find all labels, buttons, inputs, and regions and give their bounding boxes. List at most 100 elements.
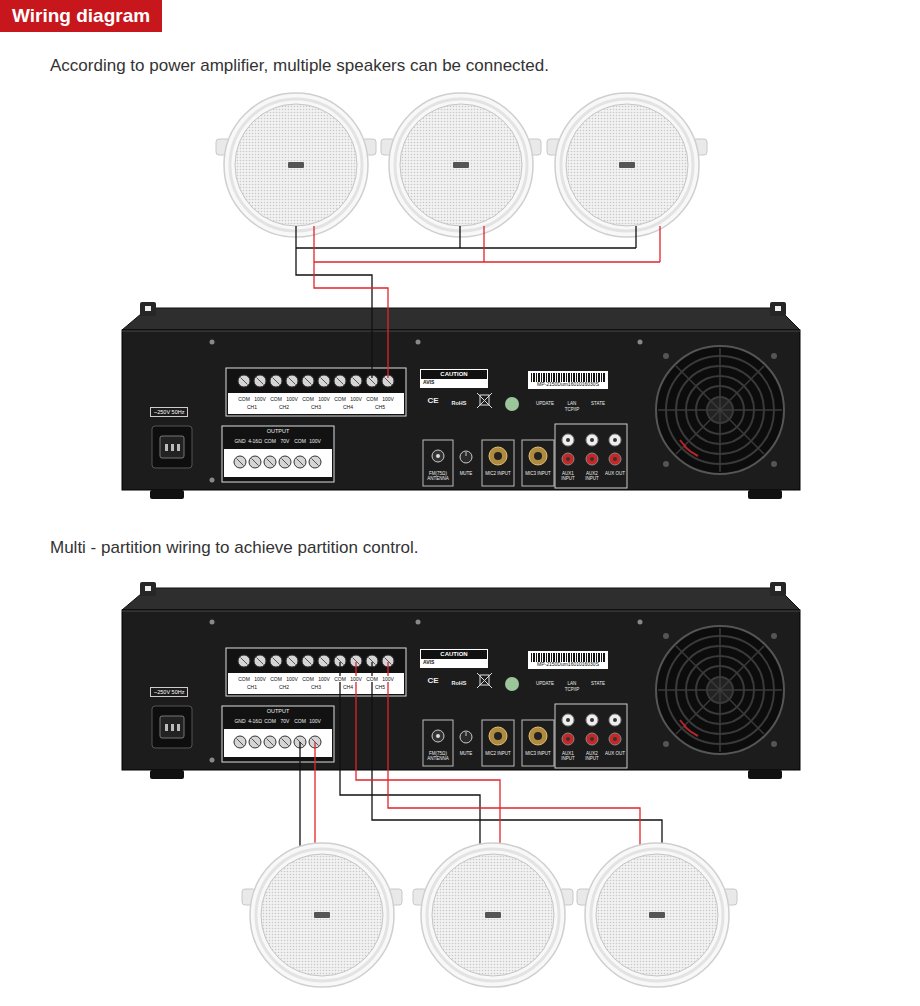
output-heading: OUTPUT	[263, 708, 293, 714]
label-text: COM	[270, 396, 282, 402]
port-label: TCP/IP	[562, 688, 582, 693]
label-text: 100V	[382, 676, 394, 682]
connector-label: MIC2 INPUT	[483, 752, 513, 757]
label-text: COM	[294, 718, 306, 724]
label-text: AUX OUT	[605, 751, 625, 756]
terminal-label: 100V	[349, 397, 364, 403]
label-text: AUX1 INPUT	[561, 471, 575, 481]
node-text: AVIS	[421, 659, 487, 667]
label-text: CE	[427, 396, 438, 405]
section-caption: Multi - partition wiring to achieve part…	[50, 538, 419, 558]
label-text: TCP/IP	[565, 407, 580, 412]
speaker-wire-black	[300, 662, 662, 850]
label-text: COM	[264, 438, 276, 444]
label-text: CH4	[343, 684, 353, 690]
output-terminal-label: 100V	[308, 719, 323, 725]
node-text: ~250V 50Hz	[154, 689, 184, 695]
connector-label: AUX2 INPUT	[581, 752, 603, 762]
terminal-label: COM	[237, 397, 252, 403]
label-text: FM(75Ω) ANTENNA	[427, 751, 449, 761]
node-text: MP-2150Dum1601016030S	[531, 662, 605, 668]
ceiling-speaker	[381, 93, 541, 237]
output-terminal-label: COM	[263, 719, 278, 725]
barcode-sticker: MP-2150Dum1601016030S	[528, 651, 608, 669]
label-text: AUX2 INPUT	[585, 471, 599, 481]
label-text: 100V	[254, 396, 266, 402]
terminal-label: COM	[301, 397, 316, 403]
channel-label: CH4	[340, 405, 356, 411]
caution-heading: CAUTION	[421, 650, 487, 659]
connector-label: AUX OUT	[604, 752, 626, 757]
output-terminal-label: 4-16Ω	[248, 439, 263, 445]
port-label: UPDATE	[533, 402, 557, 407]
label-text: CH5	[375, 404, 385, 410]
label-text: CH3	[311, 684, 321, 690]
connector-label: MIC3 INPUT	[523, 752, 553, 757]
channel-label: CH5	[372, 405, 388, 411]
speaker-wire-red	[315, 662, 640, 850]
label-text: 70V	[281, 438, 290, 444]
label-text: CH1	[247, 684, 257, 690]
label-text: 100V	[382, 396, 394, 402]
output-terminal-label: 4-16Ω	[248, 719, 263, 725]
barcode-stripes	[531, 653, 605, 662]
label-text: COM	[366, 676, 378, 682]
port-label: LAN	[564, 402, 580, 407]
terminal-label: 100V	[285, 677, 300, 683]
terminal-label: 100V	[253, 677, 268, 683]
terminal-label: COM	[237, 677, 252, 683]
label-text: COM	[264, 718, 276, 724]
label-text: UPDATE	[536, 681, 554, 686]
label-text: MIC2 INPUT	[485, 471, 511, 476]
label-text: 100V	[318, 676, 330, 682]
caution-sticker: CAUTIONAVIS	[420, 649, 488, 668]
amplifier-rear	[122, 302, 800, 499]
connector-label: MUTE	[456, 472, 476, 477]
label-text: AUX OUT	[605, 471, 625, 476]
connector-label: AUX2 INPUT	[581, 472, 603, 482]
ceiling-speaker	[242, 843, 402, 987]
output-terminal-label: 100V	[308, 439, 323, 445]
connector-label: AUX1 INPUT	[557, 472, 579, 482]
output-terminal-label: COM	[263, 439, 278, 445]
connector-label: AUX1 INPUT	[557, 752, 579, 762]
label-text: CH4	[343, 404, 353, 410]
title-banner: Wiring diagram	[0, 0, 162, 32]
terminal-label: 100V	[285, 397, 300, 403]
terminal-label: COM	[365, 677, 380, 683]
label-text: RoHS	[452, 400, 467, 406]
power-rating-box: ~250V 50Hz	[150, 687, 188, 697]
caution-sticker: CAUTIONAVIS	[420, 369, 488, 388]
label-text: MIC2 INPUT	[485, 751, 511, 756]
amplifier-rear	[122, 582, 800, 779]
label-text: LAN	[568, 681, 577, 686]
ce-mark: CE	[425, 397, 441, 406]
terminal-label: 100V	[253, 397, 268, 403]
terminal-label: COM	[365, 397, 380, 403]
label-text: 100V	[350, 676, 362, 682]
terminal-label: 100V	[381, 677, 396, 683]
label-text: 100V	[286, 396, 298, 402]
barcode-sticker: MP-2150Dum1601016030S	[528, 371, 608, 389]
label-text: COM	[366, 396, 378, 402]
connector-label: MUTE	[456, 752, 476, 757]
label-text: 100V	[286, 676, 298, 682]
label-text: COM	[238, 396, 250, 402]
label-text: LAN	[568, 401, 577, 406]
output-terminal-label: GND	[233, 719, 248, 725]
channel-label: CH2	[276, 685, 292, 691]
terminal-label: COM	[301, 677, 316, 683]
port-label: LAN	[564, 682, 580, 687]
port-label: STATE	[588, 682, 608, 687]
label-text: AUX2 INPUT	[585, 751, 599, 761]
label-text: 100V	[309, 438, 321, 444]
connector-label: MIC3 INPUT	[523, 472, 553, 477]
label-text: 4-16Ω	[248, 438, 262, 444]
port-label: TCP/IP	[562, 408, 582, 413]
label-text: COM	[334, 396, 346, 402]
label-text: 100V	[254, 676, 266, 682]
label-text: STATE	[591, 681, 605, 686]
connector-label: AUX OUT	[604, 472, 626, 477]
label-text: UPDATE	[536, 401, 554, 406]
label-text: COM	[238, 676, 250, 682]
